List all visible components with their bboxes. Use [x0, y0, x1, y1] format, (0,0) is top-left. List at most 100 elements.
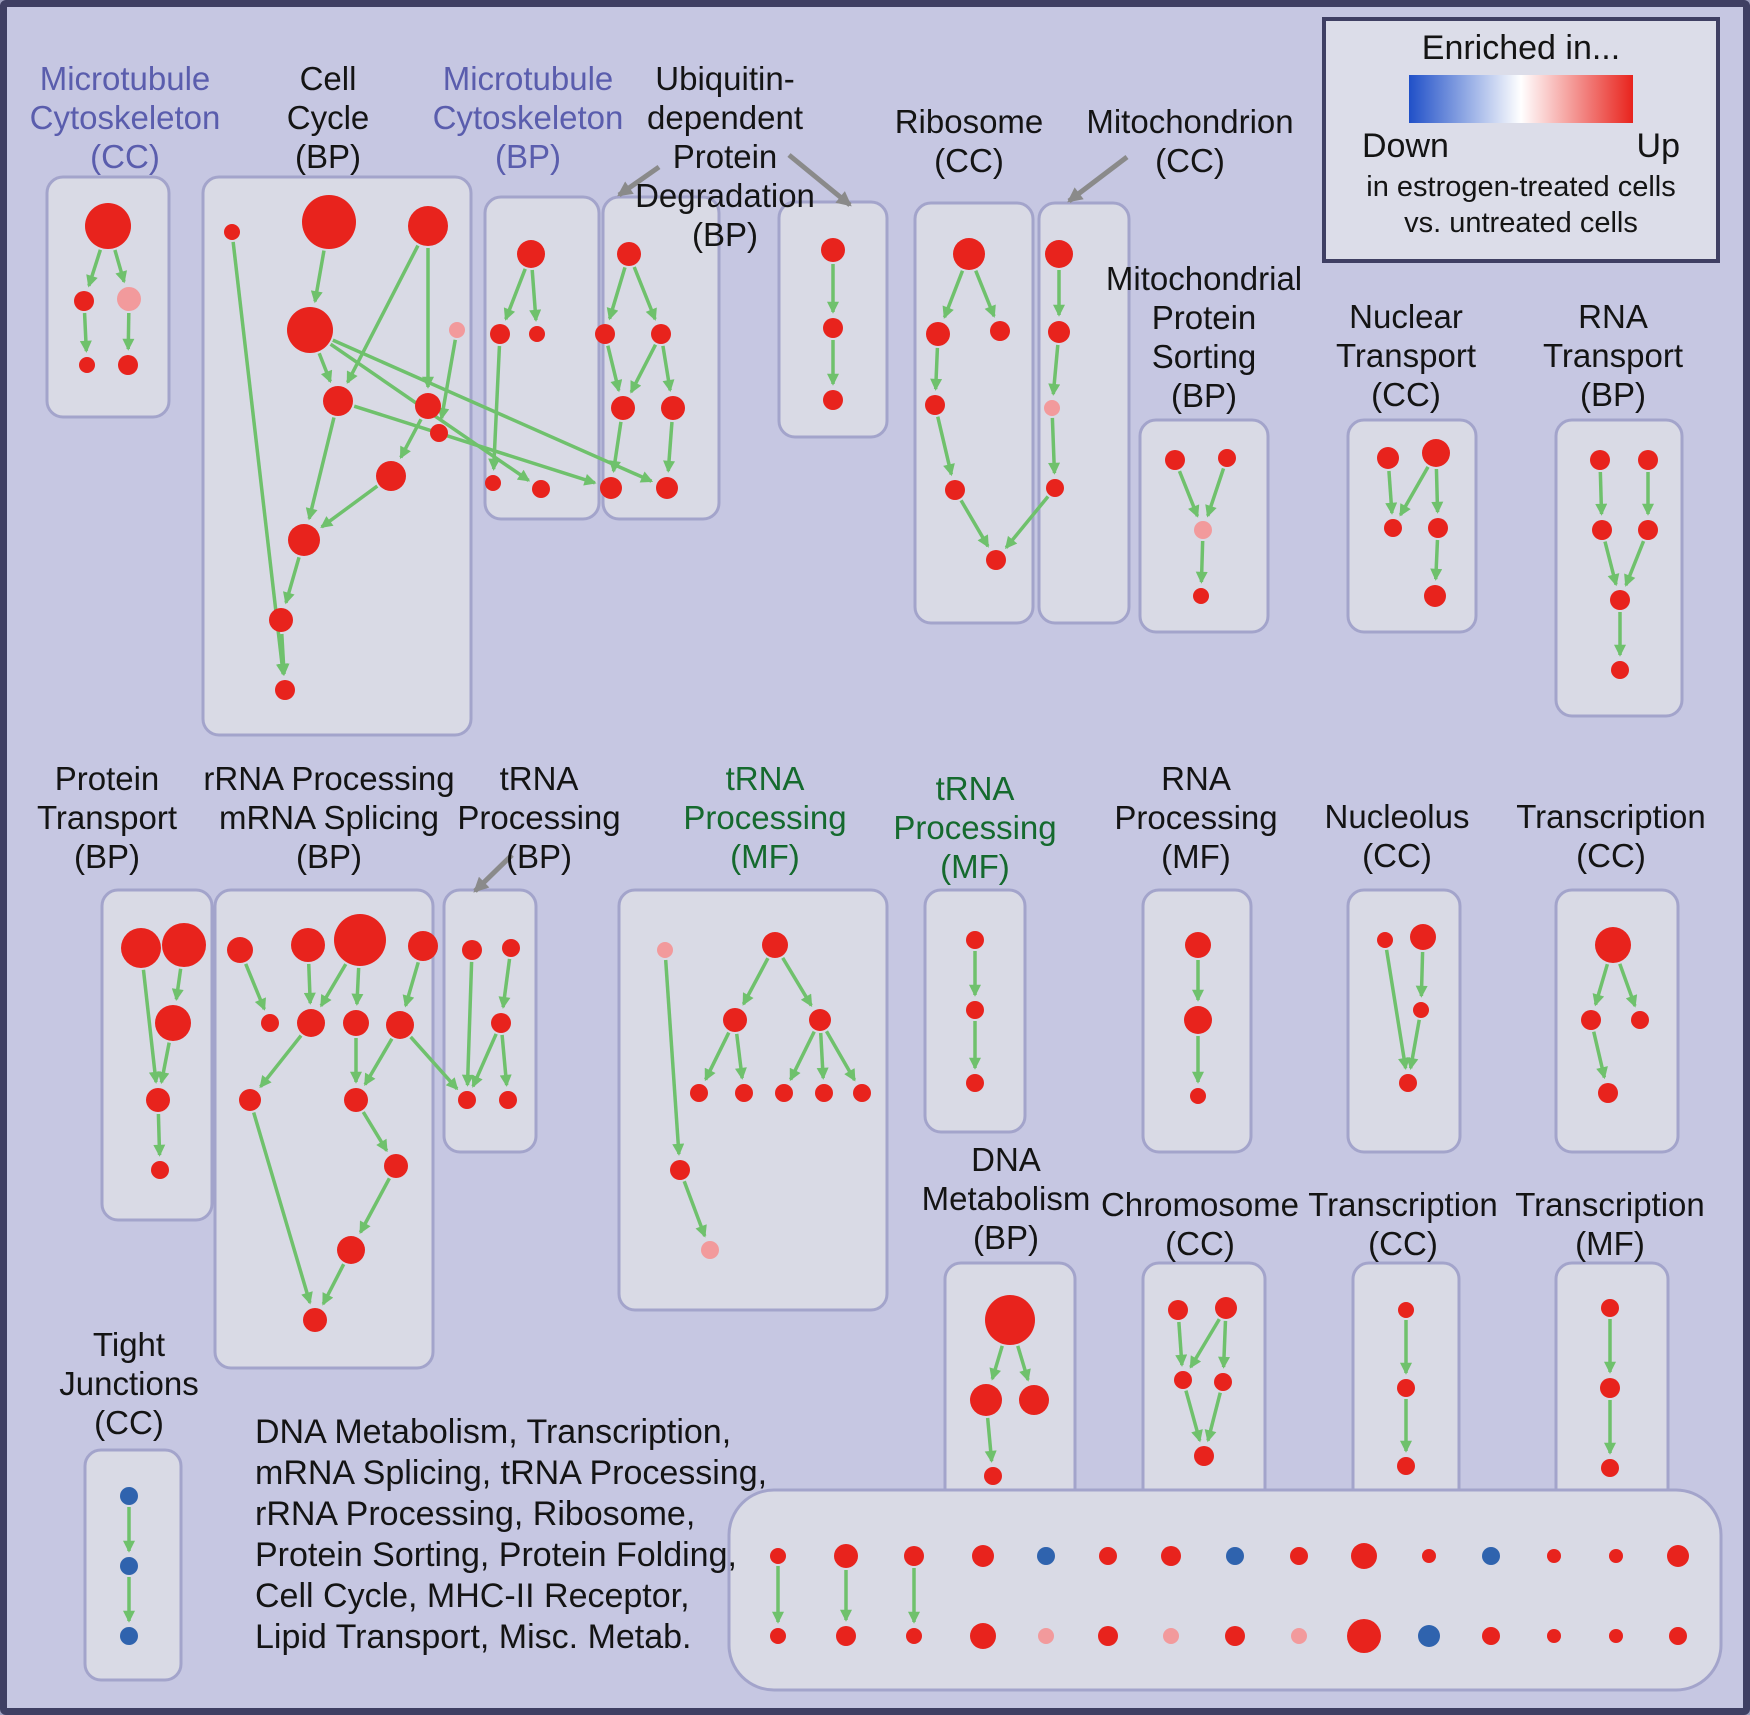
- node-x3-red: [458, 1091, 476, 1109]
- node-s5-red: [1610, 590, 1630, 610]
- node-k1-red: [1045, 240, 1073, 268]
- edge-w3-w7: [351, 967, 364, 1006]
- node-a3-pink: [117, 287, 141, 311]
- microtubule-cytoskeleton-bp-box-0: [483, 195, 601, 521]
- node-mb6-red: [1098, 1626, 1118, 1646]
- annotation-arrow-1: [787, 153, 852, 207]
- edge-w4-w8: [402, 961, 420, 1008]
- node-s3-red: [1592, 520, 1612, 540]
- legend-endpoints: Down Up: [1362, 127, 1680, 166]
- node-mb13-red: [1547, 1629, 1561, 1643]
- edge-a1-a2: [86, 249, 103, 288]
- node-b7-red: [415, 393, 441, 419]
- node-ag3-red: [1397, 1457, 1415, 1475]
- edge-r4-r5: [936, 416, 955, 477]
- edge-w8-x3: [409, 1035, 459, 1091]
- edge-p3-p4: [1195, 540, 1208, 584]
- edge-ae1-ae3: [1016, 1345, 1031, 1382]
- node-w11-red: [384, 1154, 408, 1178]
- node-aa1-red: [1185, 932, 1211, 958]
- node-ae4-red: [984, 1467, 1002, 1485]
- node-ab2-red: [1410, 924, 1436, 950]
- note-line: DNA Metabolism, Transcription,: [255, 1413, 732, 1451]
- edge-ac1-ac2: [1592, 963, 1610, 1007]
- edge-x2-x5: [498, 958, 512, 1009]
- edge-w11-w12: [358, 1177, 391, 1234]
- edge-y3-y5: [704, 1031, 731, 1082]
- legend-subline-1: in estrogen-treated cells: [1366, 171, 1676, 203]
- annotation-arrow-3: [473, 853, 514, 893]
- node-mt10-red: [1351, 1543, 1377, 1569]
- edge-ab3-ab4: [1406, 1019, 1421, 1071]
- chromosome-cc-box-0: [1141, 1261, 1267, 1527]
- note-line: Lipid Transport, Misc. Metab.: [255, 1618, 692, 1656]
- node-mb4-red: [970, 1623, 996, 1649]
- node-mt5-blue: [1037, 1547, 1055, 1565]
- node-mt15-red: [1667, 1545, 1689, 1567]
- edge-b8-b9: [320, 484, 379, 529]
- note-line: rRNA Processing, Ribosome,: [255, 1495, 696, 1533]
- node-b8-red: [376, 461, 406, 491]
- node-z1-red: [966, 931, 984, 949]
- node-y9-red: [853, 1084, 871, 1102]
- edge-k4-r6: [1004, 495, 1050, 550]
- edge-b6-u6: [353, 404, 597, 486]
- node-af4-red: [1214, 1373, 1232, 1391]
- edge-w12-w13: [321, 1263, 346, 1306]
- node-aa2-red: [1184, 1006, 1212, 1034]
- node-af5-red: [1194, 1446, 1214, 1466]
- edge-t4-t5: [153, 1113, 166, 1157]
- node-mt14-red: [1609, 1549, 1623, 1563]
- protein-transport-bp-box-0: [100, 888, 214, 1222]
- edge-a3-a5: [122, 312, 135, 351]
- node-mb7-pink: [1163, 1628, 1179, 1644]
- node-t1-red: [121, 928, 161, 968]
- node-mt4-red: [972, 1545, 994, 1567]
- edge-r5-r6: [959, 499, 990, 548]
- node-ad1-blue: [120, 1487, 138, 1505]
- edge-m1-m2: [503, 268, 527, 321]
- node-x5-red: [491, 1013, 511, 1033]
- edge-u2-u4: [606, 345, 623, 393]
- edge-b5-b12: [437, 339, 458, 420]
- node-af1-red: [1168, 1300, 1188, 1320]
- node-ac2-red: [1581, 1010, 1601, 1030]
- edge-b9-b10: [283, 556, 301, 605]
- node-m4-red: [485, 475, 501, 491]
- node-b5-pink: [449, 322, 465, 338]
- node-ac4-red: [1598, 1083, 1618, 1103]
- edge-w6-w9: [259, 1034, 303, 1089]
- node-s4-red: [1638, 520, 1658, 540]
- edge-q1-q3: [1385, 470, 1398, 515]
- node-mb10-red: [1347, 1619, 1381, 1653]
- edge-u1-u2: [606, 266, 627, 321]
- node-r1-red: [953, 238, 985, 270]
- node-ah3-red: [1601, 1459, 1619, 1477]
- node-u1-red: [617, 242, 641, 266]
- node-mt8-blue: [1226, 1547, 1244, 1565]
- edge-t1-t4: [141, 969, 161, 1084]
- node-z3-red: [966, 1074, 984, 1092]
- edge-x5-x3: [471, 1033, 498, 1088]
- node-mb12-red: [1482, 1627, 1500, 1645]
- node-b2-red: [302, 195, 356, 249]
- node-y6-red: [735, 1084, 753, 1102]
- edge-u3-u5: [661, 345, 675, 393]
- node-ab1-red: [1377, 932, 1393, 948]
- node-r3-red: [990, 321, 1010, 341]
- node-t3-red: [155, 1005, 191, 1041]
- node-y4-red: [809, 1009, 831, 1031]
- edge-w3-w6: [319, 963, 348, 1008]
- edge-r2-r4: [930, 347, 943, 391]
- node-w9-red: [239, 1089, 261, 1111]
- node-w7-red: [343, 1010, 369, 1036]
- node-u4-red: [611, 396, 635, 420]
- node-af2-red: [1215, 1297, 1237, 1319]
- node-ac1-red: [1595, 927, 1631, 963]
- edge-u4-u6: [609, 421, 623, 473]
- node-ad2-blue: [120, 1557, 138, 1575]
- node-k2-red: [1048, 321, 1070, 343]
- edge-af1-af3: [1175, 1321, 1188, 1367]
- node-x4-red: [499, 1091, 517, 1109]
